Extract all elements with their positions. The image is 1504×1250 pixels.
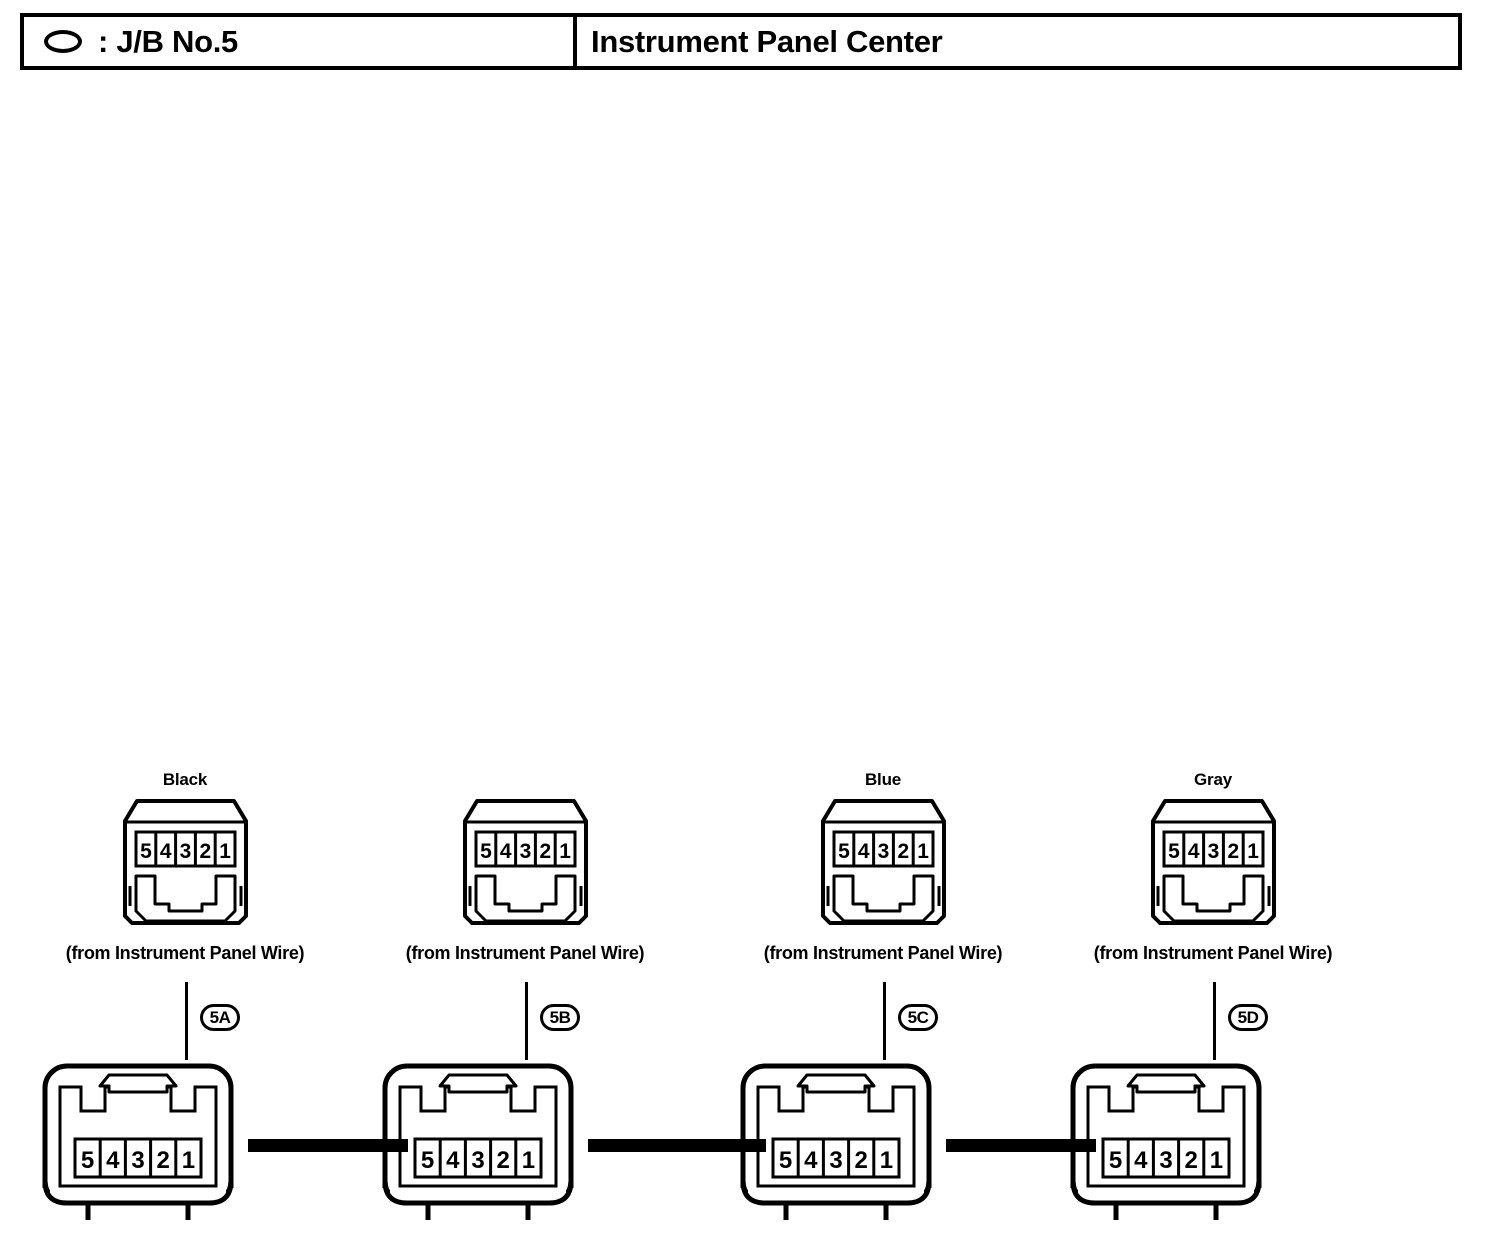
harness-cable-5b-5c xyxy=(588,1139,766,1152)
svg-text:4: 4 xyxy=(1134,1147,1148,1174)
svg-text:1: 1 xyxy=(559,840,571,863)
svg-text:1: 1 xyxy=(880,1147,893,1174)
svg-text:3: 3 xyxy=(471,1147,484,1174)
bottom-connector-5a[interactable]: 5 4 3 2 1 xyxy=(26,1060,250,1220)
svg-text:3: 3 xyxy=(878,840,890,863)
svg-text:4: 4 xyxy=(446,1147,460,1174)
svg-text:1: 1 xyxy=(219,840,231,863)
svg-text:4: 4 xyxy=(1188,840,1200,863)
svg-text:5: 5 xyxy=(838,840,850,863)
svg-text:2: 2 xyxy=(199,840,211,863)
svg-text:1: 1 xyxy=(522,1147,535,1174)
top-connector-5d[interactable]: 5 4 3 2 1 xyxy=(1131,794,1296,927)
drop-line-5b xyxy=(525,982,528,1060)
svg-text:1: 1 xyxy=(182,1147,195,1174)
svg-text:3: 3 xyxy=(520,840,532,863)
connector-color-label-5a: Black xyxy=(162,770,208,789)
svg-text:2: 2 xyxy=(497,1147,510,1174)
header-left-cell: : J/B No.5 xyxy=(24,17,577,66)
svg-text:2: 2 xyxy=(897,840,909,863)
svg-text:3: 3 xyxy=(180,840,192,863)
drop-line-5c xyxy=(883,982,886,1060)
svg-text:4: 4 xyxy=(500,840,512,863)
drop-line-5d xyxy=(1213,982,1216,1060)
svg-text:4: 4 xyxy=(160,840,172,863)
header-bar: : J/B No.5 Instrument Panel Center xyxy=(20,13,1462,70)
connector-marker-5c[interactable]: 5C xyxy=(898,1004,938,1031)
svg-text:4: 4 xyxy=(804,1147,818,1174)
svg-text:5: 5 xyxy=(421,1147,434,1174)
svg-text:2: 2 xyxy=(855,1147,868,1174)
svg-text:1: 1 xyxy=(1210,1147,1223,1174)
top-connector-5a[interactable]: 5 4 3 2 1 xyxy=(103,794,268,927)
svg-text:5: 5 xyxy=(779,1147,792,1174)
svg-text:1: 1 xyxy=(917,840,929,863)
page-title: Instrument Panel Center xyxy=(591,23,943,59)
top-connector-5c[interactable]: 5 4 3 2 1 xyxy=(801,794,966,927)
connector-color-label-5b xyxy=(360,770,690,790)
connector-color-label-5c: Blue xyxy=(864,770,902,789)
from-wire-label-5c: (from Instrument Panel Wire) xyxy=(763,943,1003,963)
svg-text:2: 2 xyxy=(1227,840,1239,863)
svg-text:4: 4 xyxy=(858,840,870,863)
bottom-connector-5b[interactable]: 5 4 3 2 1 xyxy=(366,1060,590,1220)
from-wire-label-5b: (from Instrument Panel Wire) xyxy=(405,943,645,963)
drop-line-5a xyxy=(185,982,188,1060)
connector-color-label-5d: Gray xyxy=(1194,770,1232,789)
connector-marker-5a[interactable]: 5A xyxy=(200,1004,240,1031)
svg-text:3: 3 xyxy=(131,1147,144,1174)
harness-cable-5c-5d xyxy=(946,1139,1096,1152)
svg-text:3: 3 xyxy=(1208,840,1220,863)
header-right-cell: Instrument Panel Center xyxy=(577,17,1458,66)
top-connector-5b[interactable]: 5 4 3 2 1 xyxy=(443,794,608,927)
connector-marker-5d[interactable]: 5D xyxy=(1228,1004,1268,1031)
svg-text:2: 2 xyxy=(1185,1147,1198,1174)
harness-cable-5a-5b xyxy=(248,1139,408,1152)
svg-text:5: 5 xyxy=(480,840,492,863)
connector-marker-5b[interactable]: 5B xyxy=(540,1004,580,1031)
svg-text:5: 5 xyxy=(1109,1147,1122,1174)
svg-text:3: 3 xyxy=(829,1147,842,1174)
svg-text:3: 3 xyxy=(1159,1147,1172,1174)
bottom-connector-5d[interactable]: 5 4 3 2 1 xyxy=(1054,1060,1278,1220)
svg-text:2: 2 xyxy=(539,840,551,863)
from-wire-label-5d: (from Instrument Panel Wire) xyxy=(1093,943,1333,963)
oval-icon xyxy=(44,30,82,53)
svg-text:5: 5 xyxy=(140,840,152,863)
svg-text:4: 4 xyxy=(106,1147,120,1174)
svg-text:5: 5 xyxy=(81,1147,94,1174)
svg-text:1: 1 xyxy=(1247,840,1259,863)
svg-text:2: 2 xyxy=(157,1147,170,1174)
bottom-connector-5c[interactable]: 5 4 3 2 1 xyxy=(724,1060,948,1220)
from-wire-label-5a: (from Instrument Panel Wire) xyxy=(65,943,305,963)
junction-block-label: : J/B No.5 xyxy=(98,23,238,59)
svg-text:5: 5 xyxy=(1168,840,1180,863)
